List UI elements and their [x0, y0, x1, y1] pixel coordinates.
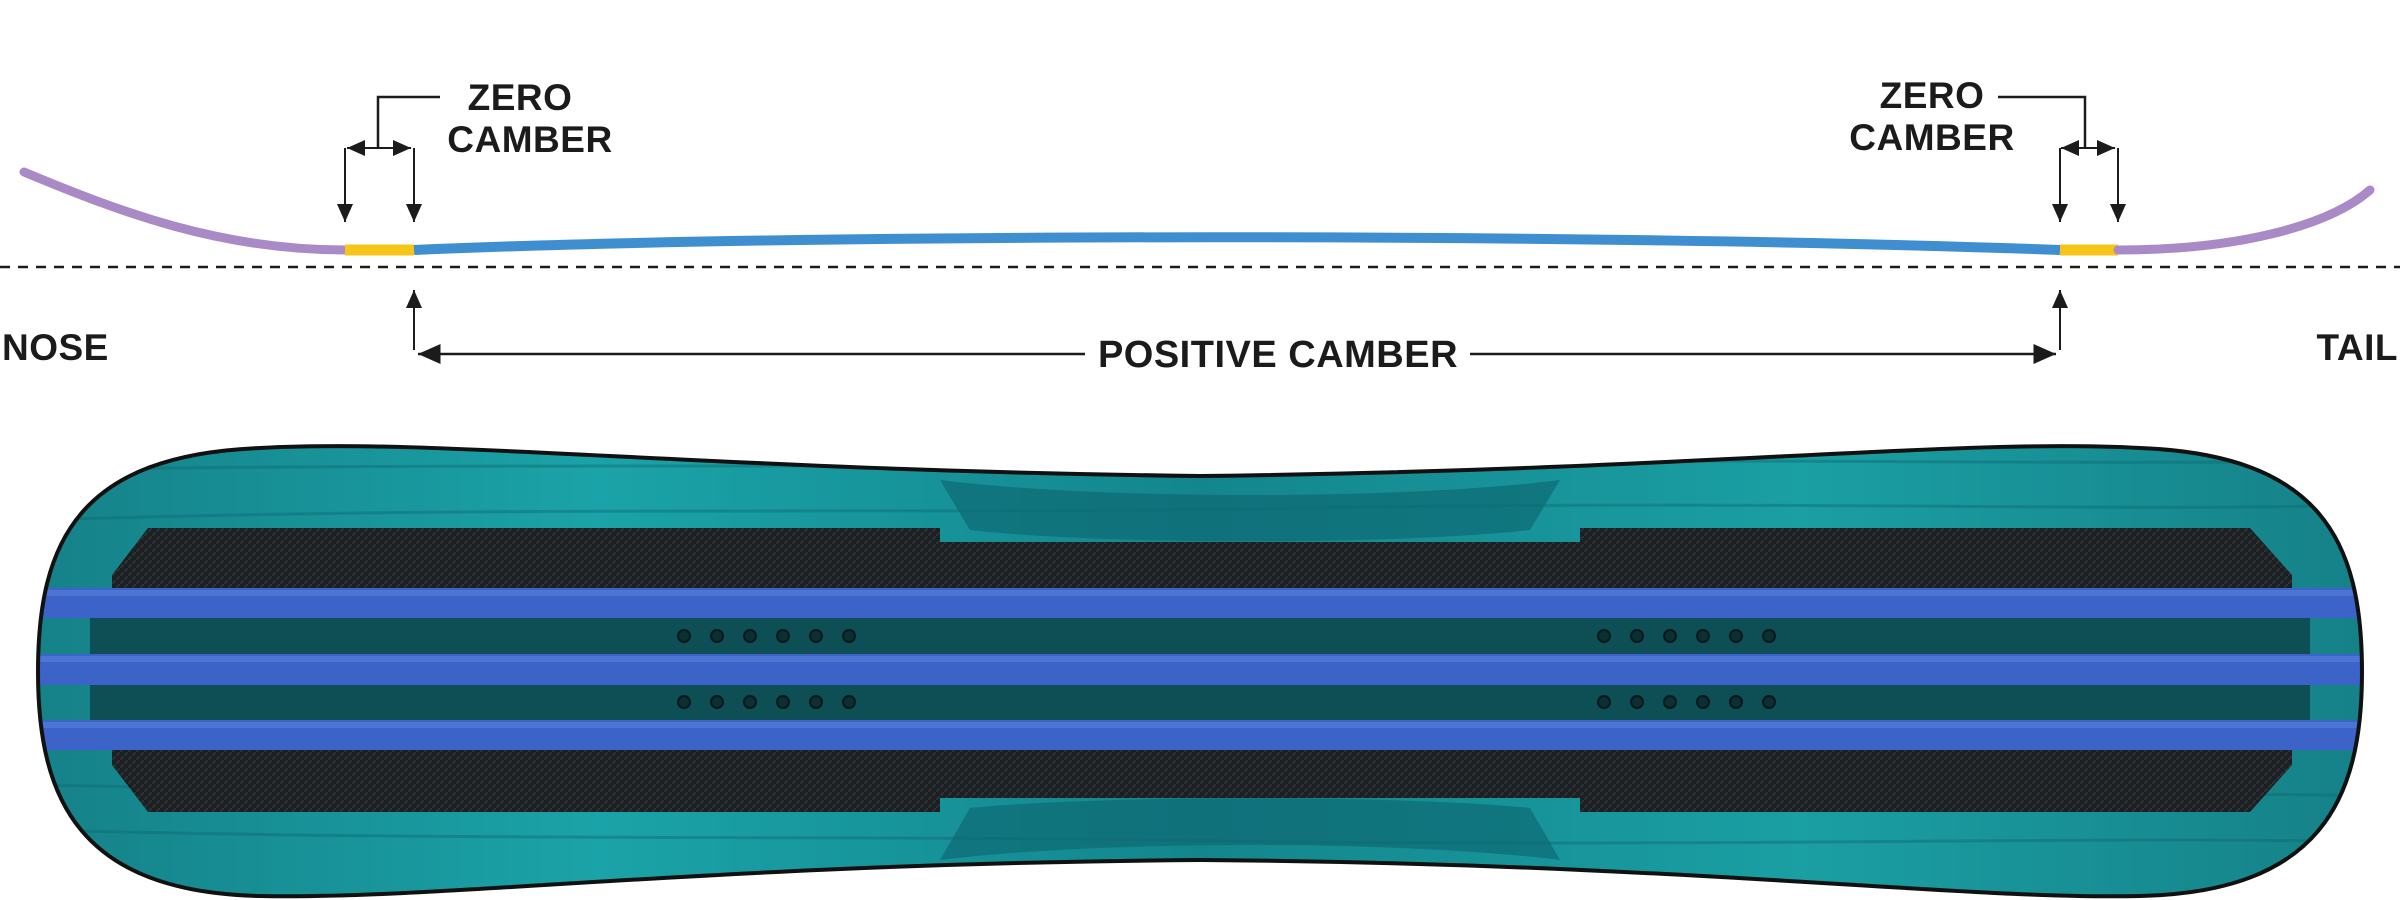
nose-label: NOSE	[2, 327, 109, 368]
zero-camber-right-callout: ZERO CAMBER	[1849, 75, 2126, 222]
insert-hole-icon	[1597, 629, 1611, 643]
snowboard-topsheet	[35, 444, 2365, 899]
insert-hole-icon	[776, 629, 790, 643]
insert-hole-icon	[710, 629, 724, 643]
insert-hole-icon	[1663, 629, 1677, 643]
zero-camber-left-callout: ZERO CAMBER	[337, 77, 612, 222]
zero-camber-right-line2: CAMBER	[1849, 117, 2014, 158]
insert-hole-icon	[809, 629, 823, 643]
insert-hole-icon	[1762, 695, 1776, 709]
insert-hole-icon	[1630, 695, 1644, 709]
insert-hole-icon	[677, 629, 691, 643]
nose-rocker-segment	[19, 167, 350, 255]
insert-hole-icon	[1630, 629, 1644, 643]
tail-rocker-segment	[2113, 185, 2375, 255]
insert-hole-icon	[776, 695, 790, 709]
insert-hole-icon	[1597, 695, 1611, 709]
insert-hole-icon	[710, 695, 724, 709]
insert-hole-icon	[809, 695, 823, 709]
insert-hole-icon	[842, 695, 856, 709]
insert-hole-icon	[677, 695, 691, 709]
insert-hole-icon	[743, 695, 757, 709]
board-outline	[35, 444, 2365, 899]
binding-inserts	[677, 629, 1776, 709]
insert-hole-icon	[1696, 695, 1710, 709]
zero-camber-left-line1: ZERO	[468, 77, 573, 118]
tail-label: TAIL	[2317, 327, 2398, 368]
positive-camber-segment	[413, 232, 2061, 255]
positive-camber-dimension: POSITIVE CAMBER	[406, 290, 2068, 376]
positive-camber-label: POSITIVE CAMBER	[1098, 334, 1458, 376]
insert-hole-icon	[1729, 695, 1743, 709]
zero-camber-right-line1: ZERO	[1880, 75, 1985, 116]
insert-hole-icon	[1762, 629, 1776, 643]
zero-camber-left-line2: CAMBER	[447, 119, 612, 160]
insert-hole-icon	[1729, 629, 1743, 643]
insert-hole-icon	[1696, 629, 1710, 643]
insert-hole-icon	[1663, 695, 1677, 709]
insert-hole-icon	[842, 629, 856, 643]
insert-hole-icon	[743, 629, 757, 643]
